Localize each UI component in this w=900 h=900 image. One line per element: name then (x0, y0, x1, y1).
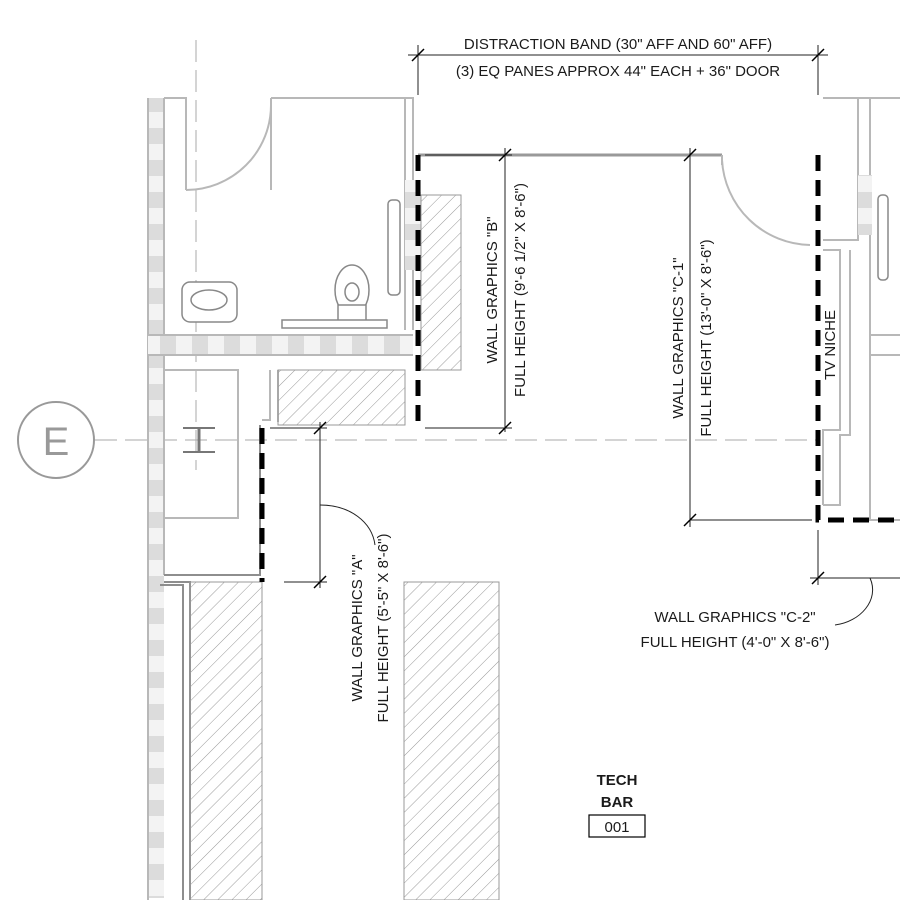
distraction-band-note: DISTRACTION BAND (30" AFF AND 60" AFF) (… (456, 36, 780, 80)
wall-graphics-b-line2: FULL HEIGHT (9'-6 1/2" X 8'-6") (512, 183, 529, 397)
tv-niche-note: TV NICHE (822, 310, 839, 380)
wall-graphic-lines (259, 155, 900, 582)
grid-bubble-label: E (43, 420, 70, 464)
wall-graphics-c1-line2: FULL HEIGHT (13'-0" X 8'-6") (698, 239, 715, 436)
wall-graphics-b-line1: WALL GRAPHICS "B" (484, 216, 501, 363)
tv-niche-label: TV NICHE (822, 310, 839, 380)
wall-graphics-b-note: WALL GRAPHICS "B" FULL HEIGHT (9'-6 1/2"… (484, 183, 529, 397)
wall-graphics-c2-line1: WALL GRAPHICS "C-2" (654, 609, 815, 626)
room-tag[interactable]: TECH BAR 001 (588, 772, 646, 838)
distraction-band-line2: (3) EQ PANES APPROX 44" EACH + 36" DOOR (456, 63, 780, 80)
column-symbol (183, 427, 215, 453)
storefront-glazing (418, 153, 811, 246)
wall-graphics-a-line1: WALL GRAPHICS "A" (349, 554, 366, 701)
dimension-lines (270, 45, 900, 626)
restroom-walls (164, 97, 421, 330)
toilet-fixture (281, 264, 388, 329)
wall-graphics-c2-line2: FULL HEIGHT (4'-0" X 8'-6") (641, 634, 830, 651)
distraction-band-line1: DISTRACTION BAND (30" AFF AND 60" AFF) (464, 36, 772, 53)
right-wall (822, 97, 900, 521)
sink-fixture (181, 281, 238, 323)
wall-graphics-c1-line1: WALL GRAPHICS "C-1" (670, 257, 687, 418)
room-number-box (588, 814, 646, 838)
grid-bubble[interactable]: E (17, 401, 95, 479)
wall-graphics-c2-note: WALL GRAPHICS "C-2" FULL HEIGHT (4'-0" X… (641, 609, 830, 651)
room-number: 001 (604, 819, 629, 836)
room-name-line2: BAR (601, 794, 634, 811)
wall-graphics-c1-note: WALL GRAPHICS "C-1" FULL HEIGHT (13'-0" … (670, 239, 715, 436)
hatched-areas (189, 194, 500, 900)
wall-graphics-a-note: WALL GRAPHICS "A" FULL HEIGHT (5'-5" X 8… (349, 534, 392, 723)
grid-line-e (95, 40, 820, 470)
left-exterior-wall (147, 98, 413, 900)
room-name-line1: TECH (597, 772, 638, 789)
wall-graphics-a-line2: FULL HEIGHT (5'-5" X 8'-6") (375, 534, 392, 723)
